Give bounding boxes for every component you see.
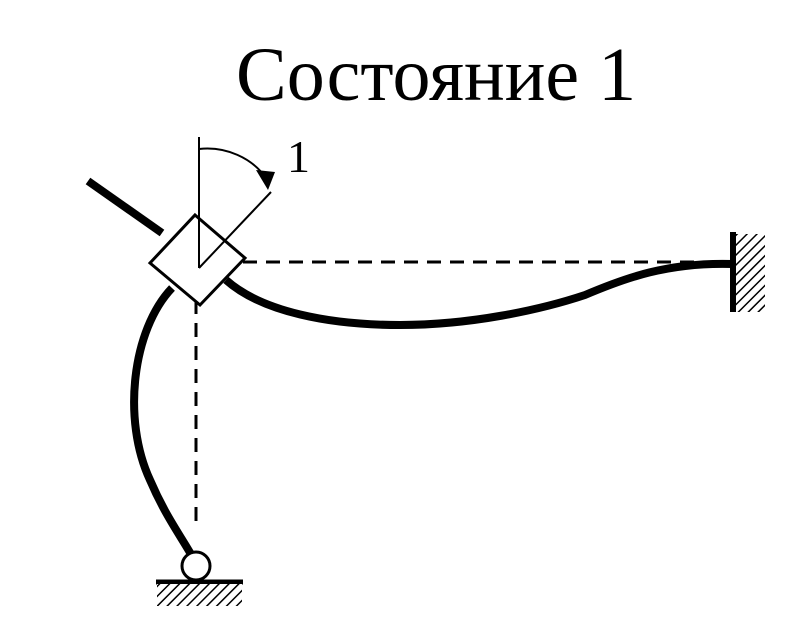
left-rod-stub: [85, 177, 165, 237]
rotation-arrow-icon: [256, 170, 275, 190]
diagram-title: Состояние 1: [236, 33, 636, 117]
rotation-label: 1: [287, 131, 310, 182]
roller-support-icon: [180, 550, 212, 582]
rigid-node: [147, 212, 248, 308]
deformed-beam: [223, 259, 734, 330]
roller-base-hatch: [157, 584, 242, 606]
deformed-column: [130, 285, 196, 558]
rotated-axis: [198, 191, 272, 269]
rotation-arc: [198, 147, 267, 179]
fixed-support-hatch: [735, 234, 765, 312]
